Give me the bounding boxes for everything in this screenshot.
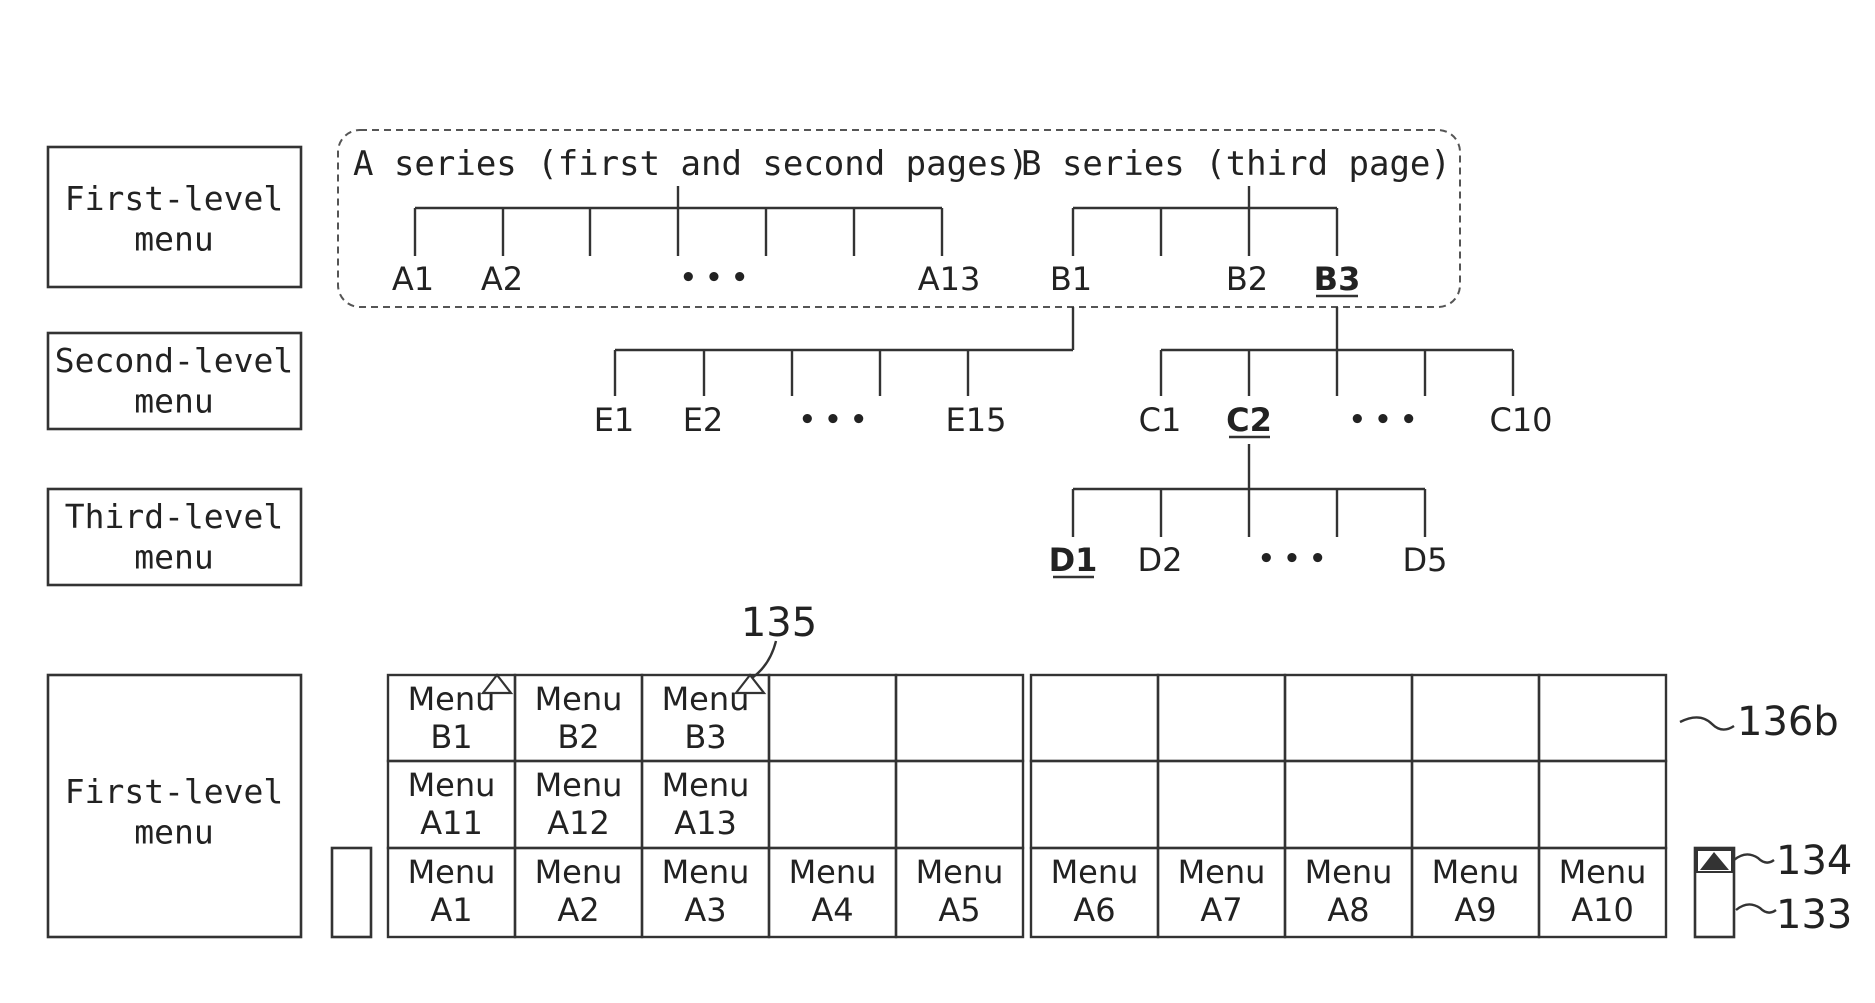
- menu-cell-top-6: [1031, 675, 1158, 761]
- left-page-button[interactable]: [332, 848, 371, 937]
- c-series-branch: [1161, 307, 1513, 396]
- menu-cell-top-8: [1285, 675, 1412, 761]
- a-series-caption: A series (first and second pages): [353, 144, 1029, 184]
- first-level-label-top: First-levelmenu: [65, 179, 284, 258]
- menu-cell-label: MenuA8: [1305, 853, 1393, 929]
- menu-cell-top-5: [896, 675, 1023, 761]
- menu-cell-label: MenuB1: [408, 680, 496, 756]
- up-arrow-icon[interactable]: [1700, 852, 1729, 870]
- menu-cell-top-7: [1158, 675, 1285, 761]
- ellipsis-e: • • •: [799, 405, 867, 435]
- leader-134: [1734, 854, 1774, 862]
- menu-cell-middle-5: [896, 761, 1023, 848]
- third-level-label: Third-levelmenu: [65, 497, 284, 576]
- menu-cell-label: MenuA13: [662, 766, 750, 842]
- reference-135: 135: [741, 600, 817, 646]
- a-series-branch: [415, 186, 942, 256]
- node-e15: E15: [946, 401, 1007, 439]
- node-a1: A1: [392, 260, 434, 298]
- menu-cell-middle-6: [1031, 761, 1158, 848]
- node-d2: D2: [1138, 541, 1183, 579]
- node-d5: D5: [1403, 541, 1448, 579]
- node-d1-selected: D1: [1049, 541, 1098, 579]
- node-e2: E2: [683, 401, 724, 439]
- leader-135: [752, 641, 776, 678]
- d-series-branch: [1073, 444, 1425, 537]
- ellipsis-a: • • •: [680, 263, 748, 293]
- ellipsis-c: • • •: [1349, 405, 1417, 435]
- node-b3-selected: B3: [1314, 260, 1361, 298]
- menu-cell-top-4: [769, 675, 896, 761]
- menu-cell-label: MenuB2: [535, 680, 623, 756]
- ellipsis-d: • • •: [1258, 544, 1326, 574]
- menu-cell-middle-9: [1412, 761, 1539, 848]
- menu-cell-label: MenuA6: [1051, 853, 1139, 929]
- menu-cell-middle-8: [1285, 761, 1412, 848]
- menu-cell-top-10: [1539, 675, 1666, 761]
- node-b2: B2: [1226, 260, 1268, 298]
- menu-cell-label: MenuA1: [408, 853, 496, 929]
- b-series-branch: [1073, 186, 1337, 256]
- node-e1: E1: [594, 401, 635, 439]
- menu-cell-label: MenuA9: [1432, 853, 1520, 929]
- node-b1: B1: [1050, 260, 1092, 298]
- node-a13: A13: [918, 260, 981, 298]
- menu-cell-middle-7: [1158, 761, 1285, 848]
- leader-133: [1736, 904, 1776, 912]
- reference-136b: 136b: [1737, 699, 1839, 745]
- menu-cell-label: MenuA11: [408, 766, 496, 842]
- first-level-label-bottom: First-levelmenu: [65, 772, 284, 851]
- menu-grid: MenuB1MenuB2MenuB3MenuA11MenuA12MenuA13M…: [388, 675, 1666, 937]
- node-c2-selected: C2: [1226, 401, 1272, 439]
- reference-133: 133: [1776, 892, 1852, 938]
- node-c10: C10: [1489, 401, 1552, 439]
- reference-134: 134: [1776, 838, 1852, 884]
- menu-cell-label: MenuA12: [535, 766, 623, 842]
- menu-cell-label: MenuA5: [916, 853, 1004, 929]
- second-level-label: Second-levelmenu: [55, 341, 293, 420]
- menu-cell-top-9: [1412, 675, 1539, 761]
- menu-cell-middle-10: [1539, 761, 1666, 848]
- b-series-caption: B series (third page): [1021, 144, 1451, 184]
- menu-cell-label: MenuA2: [535, 853, 623, 929]
- menu-cell-label: MenuA10: [1559, 853, 1647, 929]
- menu-cell-middle-4: [769, 761, 896, 848]
- e-series-branch: [615, 307, 1073, 396]
- menu-cell-label: MenuA4: [789, 853, 877, 929]
- menu-cell-label: MenuA7: [1178, 853, 1266, 929]
- menu-cell-label: MenuA3: [662, 853, 750, 929]
- leader-136b: [1680, 717, 1734, 729]
- node-a2: A2: [481, 260, 523, 298]
- node-c1: C1: [1139, 401, 1182, 439]
